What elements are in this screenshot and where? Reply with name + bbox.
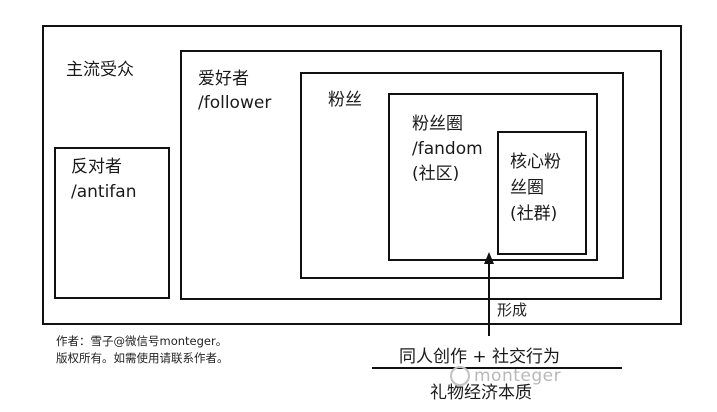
core-fandom-label-1: 核心粉 <box>510 152 561 172</box>
fans-label: 粉丝 <box>328 90 362 110</box>
formula-numerator: 同人创作 + 社交行为 <box>399 347 561 367</box>
antifan-label-en: /antifan <box>71 182 137 202</box>
follower-label-cn: 爱好者 <box>198 69 249 89</box>
follower-label-en: /follower <box>198 93 272 113</box>
fandom-label-en: /fandom <box>412 139 483 159</box>
credit-line-1: 作者：雪子@微信号monteger。 <box>56 334 228 348</box>
core-fandom-label-2: 丝圈 <box>510 178 544 198</box>
watermark-text: monteger <box>474 366 562 386</box>
mainstream-audience-label: 主流受众 <box>66 60 134 80</box>
antifan-box <box>54 147 170 299</box>
watermark: monteger <box>450 366 561 386</box>
formula-denominator: 礼物经济本质 <box>430 383 532 403</box>
watermark-logo-icon <box>450 366 470 386</box>
antifan-label-cn: 反对者 <box>71 157 122 177</box>
credit-line-2: 版权所有。如需使用请联系作者。 <box>56 351 229 365</box>
fandom-label-note: (社区) <box>412 164 460 184</box>
formula-divider <box>372 367 622 369</box>
core-fandom-box <box>497 131 587 255</box>
fandom-label-cn: 粉丝圈 <box>412 114 463 134</box>
arrow-label: 形成 <box>497 301 528 319</box>
formation-arrow <box>484 252 494 336</box>
core-fandom-label-3: (社群) <box>510 204 558 224</box>
